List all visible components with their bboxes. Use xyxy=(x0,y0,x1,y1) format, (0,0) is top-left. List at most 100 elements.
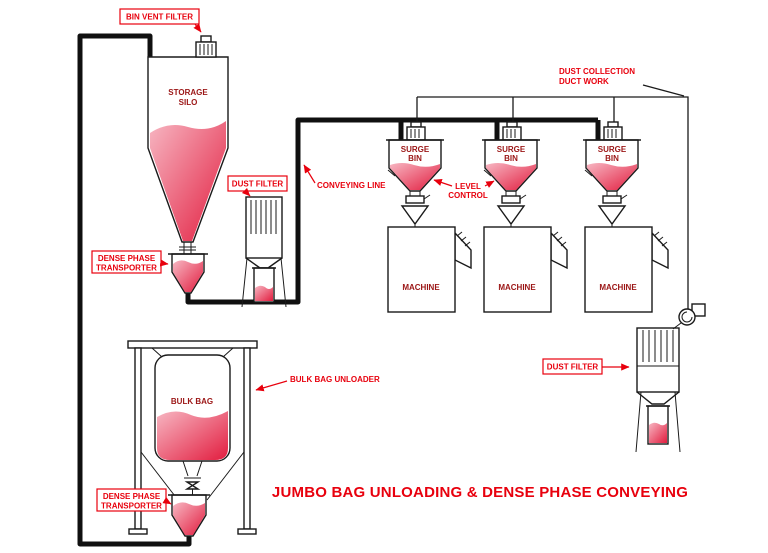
dense-phase-bottom-callout-line2: TRANSPORTER xyxy=(101,502,162,511)
process-unit-3: SURGE BIN MACHINE xyxy=(583,97,669,313)
dense-phase-bottom-callout-arrow xyxy=(162,496,172,505)
machine-1-chute-hatch xyxy=(456,231,471,247)
surge-bin-3: SURGE BIN xyxy=(583,121,641,227)
machine-3-chute xyxy=(651,231,669,270)
surge-bin-2-valve xyxy=(501,195,521,204)
dust-filter-left-legs xyxy=(241,257,287,308)
surge-bin-2-label-line2: BIN xyxy=(504,154,518,163)
surge-bin-1-material xyxy=(390,163,440,190)
machine-2-chute xyxy=(550,231,568,270)
fan-impeller xyxy=(681,311,693,323)
dust-filter-right-pleats xyxy=(642,330,674,362)
machine-2-label: MACHINE xyxy=(498,283,536,292)
conveying-line-callout-arrow xyxy=(303,164,316,184)
frame-braces xyxy=(140,451,245,501)
conveying-line-supply-pipe xyxy=(185,117,598,305)
bulk-bag-unloader-callout-arrow xyxy=(255,380,288,392)
surge-bin-2-neck-and-probe xyxy=(483,169,517,196)
bulk-bag-material xyxy=(157,411,228,460)
fan-scroll xyxy=(678,308,696,326)
bulk-bag-unloader: BULK BAG xyxy=(127,340,258,535)
level-control-callout-line1: LEVEL xyxy=(455,182,481,191)
dense-phase-bottom-callout-line1: DENSE PHASE xyxy=(103,492,161,501)
surge-bin-3-valve xyxy=(602,195,622,204)
machine-3: MACHINE xyxy=(584,226,669,313)
dense-phase-top-callout-arrow xyxy=(159,259,169,267)
storage-silo-label-line2: SILO xyxy=(179,98,198,107)
bin-vent-filter-cap xyxy=(200,35,212,43)
silo-discharge-connection xyxy=(179,242,196,254)
machine-1: MACHINE xyxy=(387,226,472,313)
surge-bin-2-label-line1: SURGE xyxy=(497,145,526,154)
bin-vent-filter-callout-arrow xyxy=(193,23,202,33)
surge-bin-3-label-line1: SURGE xyxy=(598,145,627,154)
machine-2: MACHINE xyxy=(483,226,568,313)
process-unit-2: SURGE BIN MACHINE xyxy=(482,97,568,313)
surge-bin-2-filter-pleats xyxy=(506,129,516,138)
dust-filter-left-hopper xyxy=(245,257,283,269)
frame-top-beam xyxy=(127,340,258,349)
frame-post-right xyxy=(243,347,251,530)
dust-filter-right-callout-label: DUST FILTER xyxy=(547,363,599,372)
spout-valve xyxy=(184,481,201,490)
frame-foot-left xyxy=(128,528,148,535)
surge-bin-2-filter-box xyxy=(502,126,522,141)
surge-bin-1-filter-box xyxy=(406,126,426,141)
machine-2-chute-hatch xyxy=(552,231,567,247)
surge-bin-1-label-line2: BIN xyxy=(408,154,422,163)
process-unit-1: SURGE BIN MACHINE xyxy=(386,97,472,313)
bin-vent-filter-callout-label: BIN VENT FILTER xyxy=(126,13,193,22)
dust-collection-callout-line2: DUCT WORK xyxy=(559,77,609,86)
conveying-line-return-pipe xyxy=(77,33,192,547)
callouts: BIN VENT FILTER DUST FILTER CONVEYING LI… xyxy=(91,8,635,512)
storage-silo: STORAGE SILO xyxy=(147,35,229,254)
surge-bin-3-filter-box xyxy=(603,126,623,141)
frame-foot-right xyxy=(237,528,257,535)
level-control-callout-line2: CONTROL xyxy=(448,191,488,200)
dust-filter-right-unit xyxy=(635,303,706,453)
bulk-bag-label: BULK BAG xyxy=(171,397,213,406)
dense-phase-transporter-bottom xyxy=(168,494,210,537)
dust-filter-right-legs xyxy=(635,391,681,453)
duct-main-run xyxy=(417,96,689,309)
fan-outlet xyxy=(672,322,682,330)
surge-bin-3-valve-handle xyxy=(620,194,628,200)
level-control-arrow-left xyxy=(433,179,453,187)
dust-collection-duct xyxy=(417,84,689,309)
machine-3-label: MACHINE xyxy=(599,283,637,292)
surge-bin-1-label-line1: SURGE xyxy=(401,145,430,154)
bin-vent-filter-pleats xyxy=(199,44,213,55)
bag-straps xyxy=(151,347,234,358)
bin-vent-filter-callout-box xyxy=(119,8,200,25)
surge-bin-2-funnel xyxy=(496,205,526,226)
dense-phase-top-callout-line2: TRANSPORTER xyxy=(96,264,157,273)
surge-bin-1-neck-and-probe xyxy=(387,169,421,196)
bin-vent-filter-box xyxy=(195,41,217,58)
bin-vent-filter-unit xyxy=(195,35,217,58)
dust-filter-left-unit xyxy=(241,196,287,308)
dust-filter-right-receiver-material xyxy=(649,422,667,443)
surge-bin-1-valve-handle xyxy=(423,194,431,200)
surge-bin-2: SURGE BIN xyxy=(482,121,540,227)
dust-filter-left-callout-label: DUST FILTER xyxy=(232,180,284,189)
exhaust-fan xyxy=(672,303,706,330)
surge-bin-3-material xyxy=(587,163,637,190)
machine-3-chute-hatch xyxy=(653,231,668,247)
duct-label-pointer xyxy=(642,84,685,97)
transporter-top-material xyxy=(173,260,203,292)
surge-bin-1-valve xyxy=(405,195,425,204)
dense-phase-transporter-top xyxy=(168,253,208,294)
surge-bin-3-filter-pleats xyxy=(607,129,617,138)
dust-filter-right-hopper xyxy=(636,391,680,405)
surge-bin-1-filter-cap xyxy=(410,121,422,128)
surge-bin-3-funnel xyxy=(597,205,627,226)
dense-phase-top-callout-line1: DENSE PHASE xyxy=(98,254,156,263)
surge-bin-3-label-line2: BIN xyxy=(605,154,619,163)
dust-filter-right-box xyxy=(636,327,680,393)
dust-filter-left-callout-arrow xyxy=(241,187,251,197)
level-control-arrow-right xyxy=(484,180,495,188)
dust-collection-callout-line1: DUST COLLECTION xyxy=(559,67,635,76)
machine-1-chute xyxy=(454,231,472,270)
bag-spout xyxy=(182,460,203,479)
